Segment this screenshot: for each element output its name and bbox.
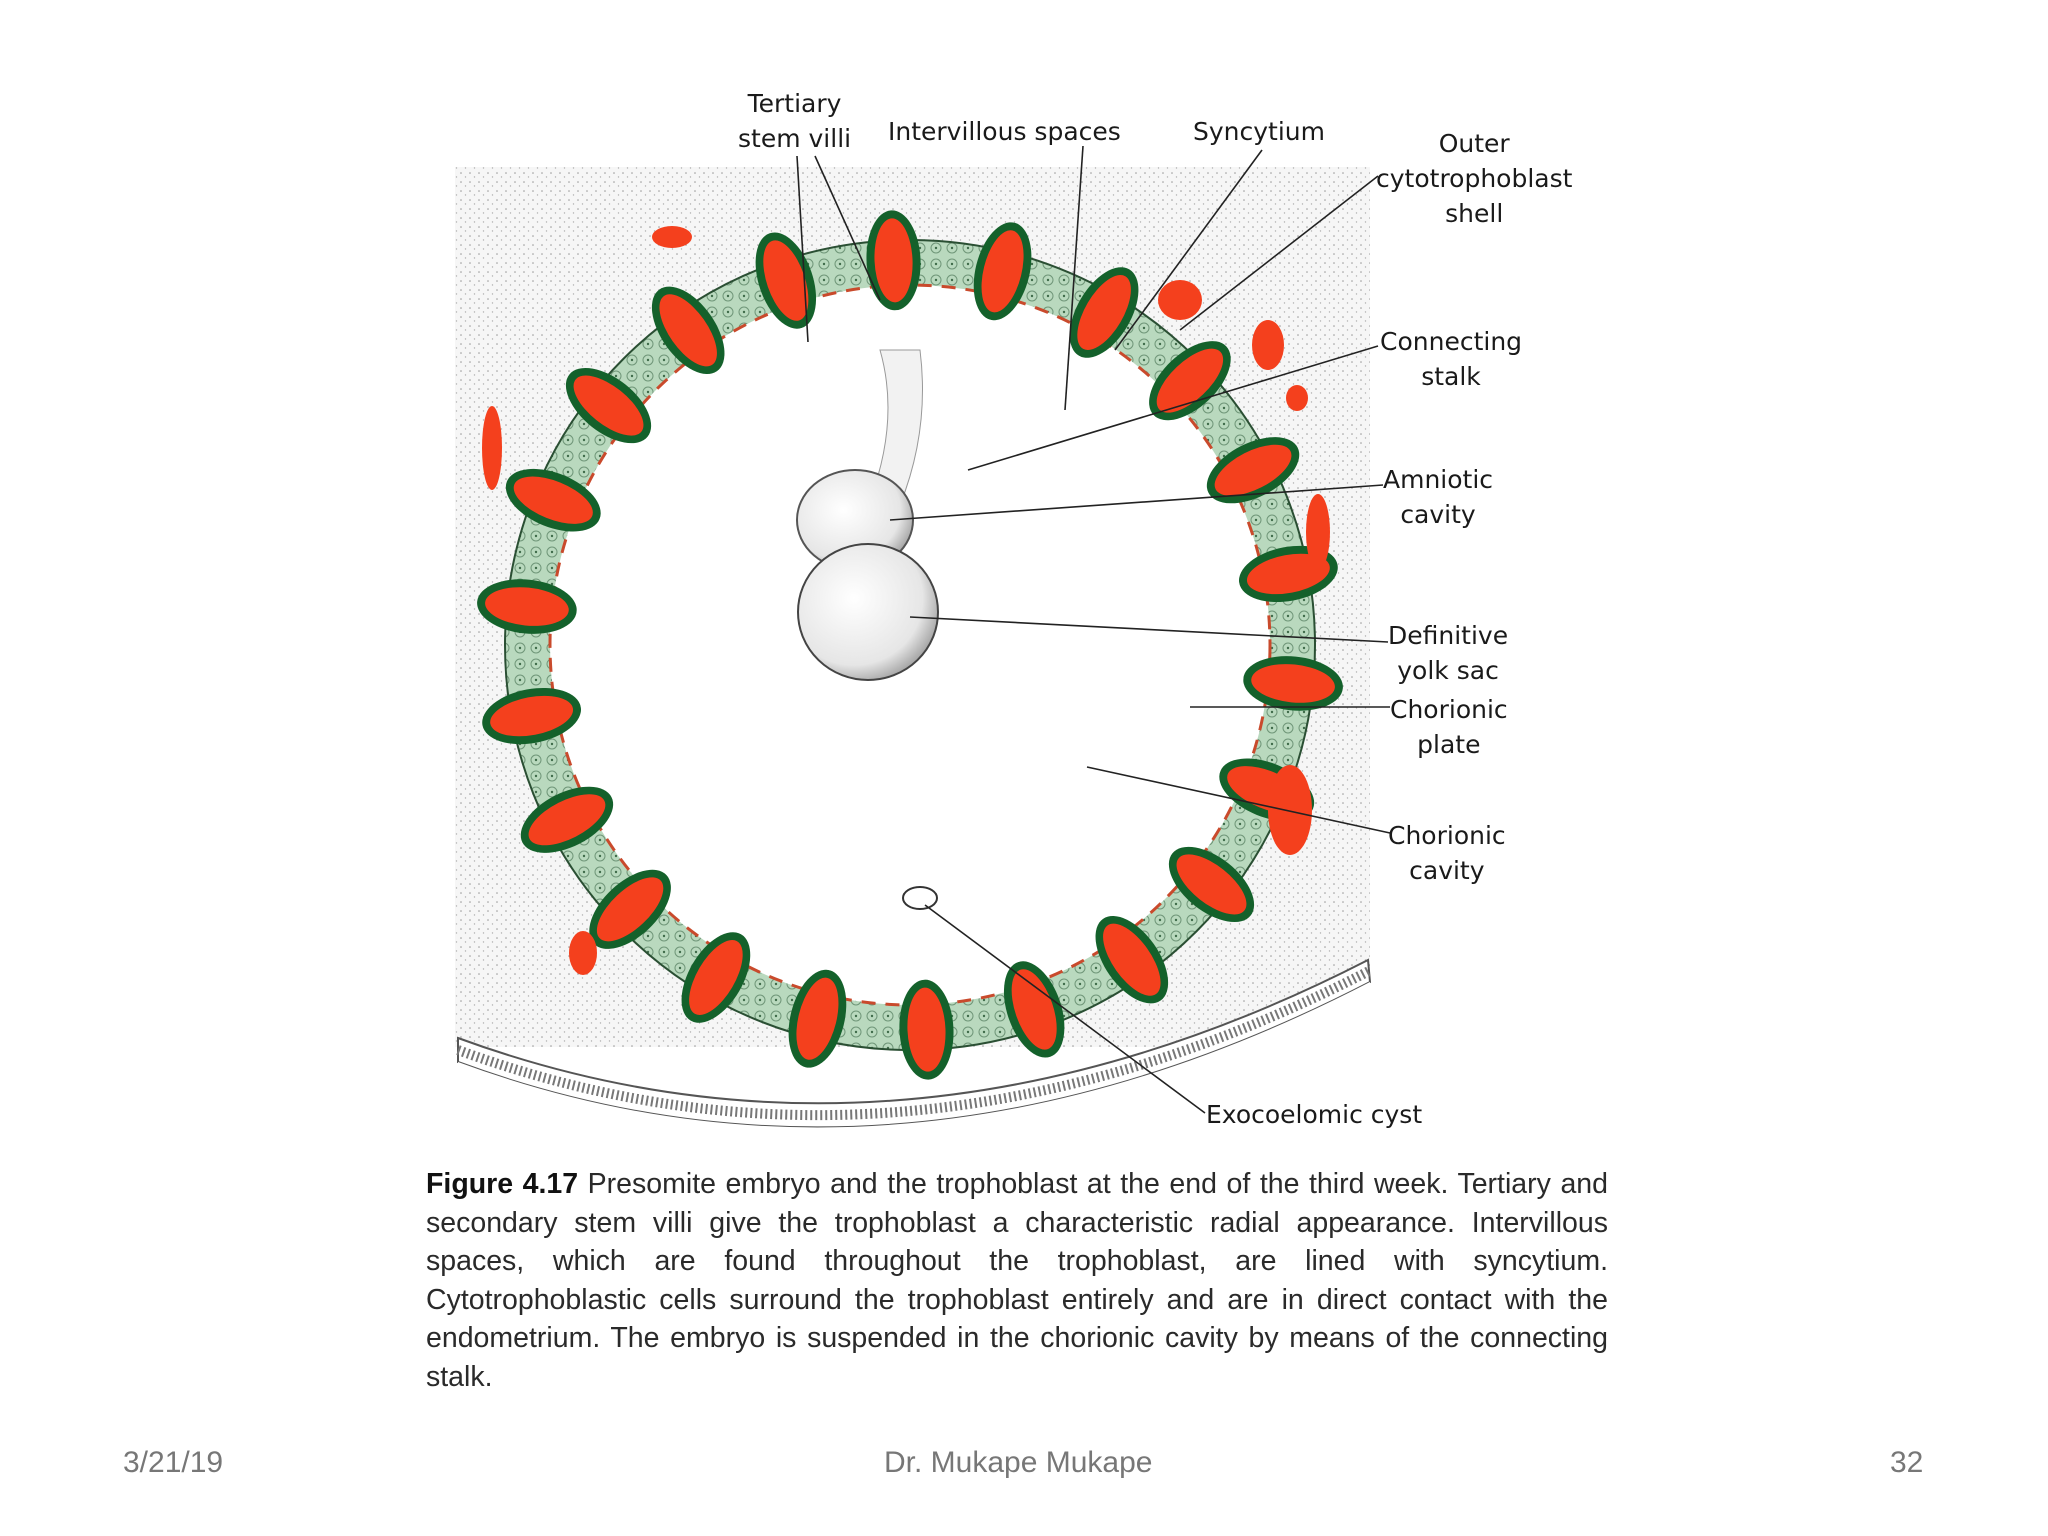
footer-page-number: 32 bbox=[1890, 1446, 1924, 1479]
label-tertiary-stem-villi: Tertiary stem villi bbox=[738, 89, 852, 153]
intervillous-space bbox=[1156, 348, 1224, 413]
label-chorionic-cavity: Chorionic cavity bbox=[1388, 821, 1506, 885]
footer-author: Dr. Mukape Mukape bbox=[884, 1446, 1153, 1479]
figure-caption: Figure 4.17 Presomite embryo and the tro… bbox=[426, 1165, 1608, 1396]
intervillous-space bbox=[689, 939, 743, 1016]
intervillous-space bbox=[490, 695, 574, 737]
label-connecting-stalk: Connecting stalk bbox=[1380, 327, 1523, 391]
intervillous-space bbox=[1176, 854, 1247, 915]
footer-date: 3/21/19 bbox=[123, 1446, 224, 1479]
intervillous-space bbox=[1103, 923, 1161, 996]
intervillous-space bbox=[981, 230, 1024, 313]
intervillous-space bbox=[528, 794, 606, 846]
leader-lines bbox=[796, 145, 1391, 1114]
intervillous-space bbox=[659, 294, 717, 367]
label-intervillous-spaces: Intervillous spaces bbox=[888, 117, 1121, 146]
figure-caption-text: Presomite embryo and the trophoblast at … bbox=[426, 1168, 1608, 1393]
intervillous-space bbox=[763, 240, 809, 321]
exocoelomic-cyst-shape bbox=[902, 886, 938, 910]
label-outer-cytotrophoblast-shell: Outer cytotrophoblast shell bbox=[1376, 129, 1573, 228]
definitive-yolk-sac bbox=[797, 543, 939, 681]
intervillous-space bbox=[513, 476, 593, 524]
label-chorionic-plate: Chorionic plate bbox=[1390, 695, 1508, 759]
intervillous-space bbox=[485, 587, 569, 626]
intervillous-space bbox=[1251, 664, 1335, 703]
intervillous-space bbox=[1077, 274, 1131, 351]
intervillous-space bbox=[796, 977, 839, 1060]
intervillous-space bbox=[1246, 553, 1330, 595]
label-definitive-yolk-sac: Definitive yolk sac bbox=[1388, 621, 1509, 685]
label-amniotic-cavity: Amniotic cavity bbox=[1383, 465, 1494, 529]
intervillous-space bbox=[907, 987, 946, 1072]
maternal-blood-lakes bbox=[482, 226, 1330, 975]
intervillous-space bbox=[573, 375, 644, 436]
figure-number: Figure 4.17 bbox=[426, 1168, 579, 1200]
label-exocoelomic-cyst: Exocoelomic cyst bbox=[1206, 1100, 1423, 1129]
intervillous-space bbox=[1011, 969, 1057, 1050]
intervillous-lacunae bbox=[477, 210, 1343, 1080]
intervillous-space bbox=[1214, 444, 1292, 496]
label-syncytium: Syncytium bbox=[1193, 117, 1325, 146]
intervillous-space bbox=[874, 218, 913, 303]
intervillous-space bbox=[596, 877, 664, 942]
